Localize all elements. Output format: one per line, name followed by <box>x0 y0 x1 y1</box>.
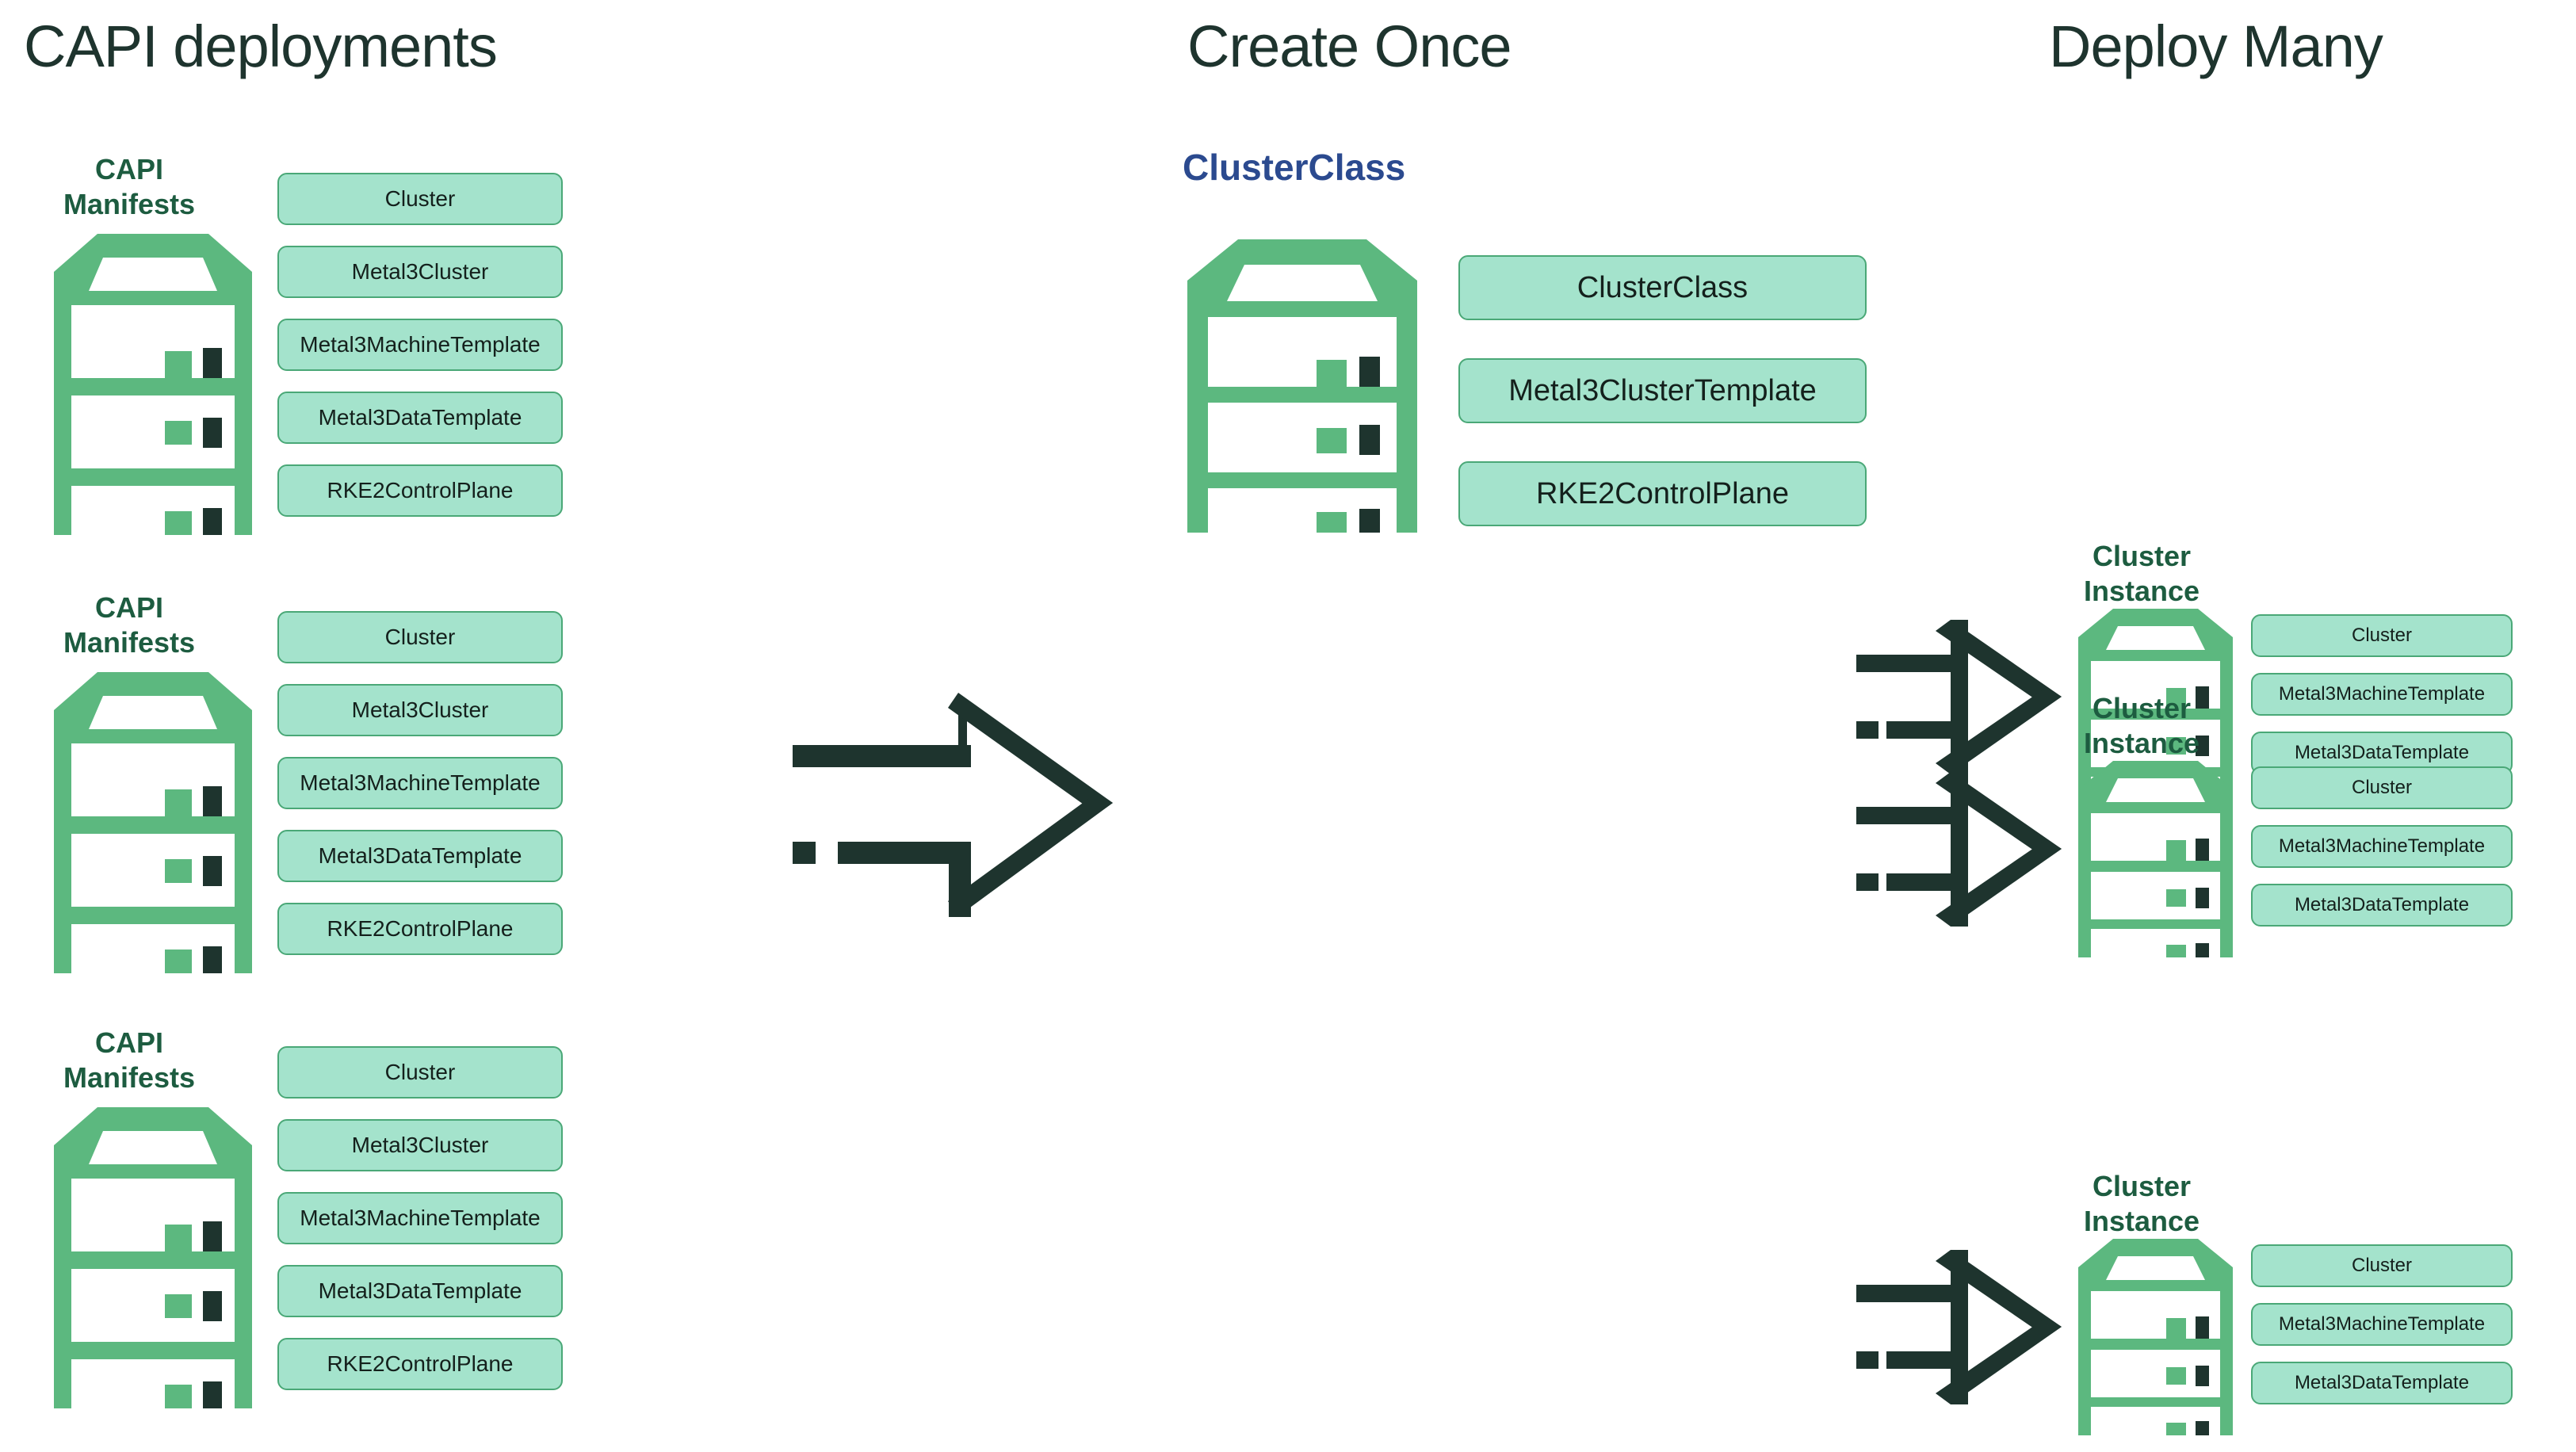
group-label: Cluster Instance <box>2083 1170 2200 1237</box>
resource-box[interactable]: Metal3DataTemplate <box>2251 884 2513 927</box>
resource-box[interactable]: Metal3DataTemplate <box>2251 1362 2513 1404</box>
resource-box-stack: Cluster Metal3Cluster Metal3MachineTempl… <box>277 173 563 517</box>
heading-deploy-many: Deploy Many <box>2049 13 2383 79</box>
resource-box[interactable]: RKE2ControlPlane <box>1458 461 1867 526</box>
resource-box[interactable]: Cluster <box>277 173 563 225</box>
resource-box[interactable]: RKE2ControlPlane <box>277 1338 563 1390</box>
heading-create-once: Create Once <box>1187 13 1512 79</box>
resource-box-stack: Cluster Metal3Cluster Metal3MachineTempl… <box>277 1046 563 1390</box>
group-label: CAPI Manifests <box>63 1026 196 1094</box>
capi-manifests-group-1: CAPI Manifests Clus <box>0 135 602 555</box>
cluster-instance-group-2: Cluster Instance Cluster Metal3MachineTe… <box>1847 691 2576 969</box>
resource-box[interactable]: Metal3DataTemplate <box>277 830 563 882</box>
subheading-clusterclass: ClusterClass <box>1183 147 1406 188</box>
resource-box[interactable]: Metal3MachineTemplate <box>2251 673 2513 716</box>
capi-manifests-group-3: CAPI Manifests Cluster Metal3Cluster Met… <box>0 1008 602 1428</box>
resource-box[interactable]: Cluster <box>2251 766 2513 809</box>
resource-box[interactable]: Metal3MachineTemplate <box>2251 825 2513 868</box>
resource-box[interactable]: Metal3MachineTemplate <box>2251 1303 2513 1346</box>
server-rack-icon <box>54 234 252 535</box>
resource-box[interactable]: Cluster <box>2251 1244 2513 1287</box>
capi-manifests-group-2: CAPI Manifests Cluster Metal3Cluster Met… <box>0 573 602 993</box>
server-rack-icon <box>54 1107 252 1408</box>
resource-box[interactable]: Metal3DataTemplate <box>277 1265 563 1317</box>
resource-box[interactable]: Metal3MachineTemplate <box>277 757 563 809</box>
resource-box[interactable]: Cluster <box>277 1046 563 1099</box>
dashed-block-arrow-right-icon <box>1847 1248 2065 1407</box>
heading-capi-deployments: CAPI deployments <box>24 13 498 79</box>
resource-box-stack: ClusterClass Metal3ClusterTemplate RKE2C… <box>1458 255 1867 526</box>
resource-box[interactable]: RKE2ControlPlane <box>277 464 563 517</box>
server-rack-icon <box>2078 1239 2233 1435</box>
resource-box[interactable]: Metal3ClusterTemplate <box>1458 358 1867 423</box>
resource-box[interactable]: Metal3Cluster <box>277 684 563 736</box>
resource-box-stack: Cluster Metal3MachineTemplate Metal3Data… <box>2251 1244 2513 1404</box>
resource-box-stack: Cluster Metal3MachineTemplate Metal3Data… <box>2251 766 2513 927</box>
resource-box[interactable]: Cluster <box>277 611 563 663</box>
resource-box[interactable]: Metal3DataTemplate <box>277 392 563 444</box>
group-label: CAPI Manifests <box>63 153 196 220</box>
resource-box[interactable]: Metal3MachineTemplate <box>277 1192 563 1244</box>
dashed-block-arrow-right-icon <box>1847 770 2065 929</box>
resource-box[interactable]: RKE2ControlPlane <box>277 903 563 955</box>
server-rack-icon <box>54 672 252 973</box>
dashed-block-arrow-right-icon <box>1847 618 2065 777</box>
group-label: CAPI Manifests <box>63 591 196 659</box>
cluster-instance-group-3: Cluster Instance Cluster Metal3MachineTe… <box>1847 1169 2576 1446</box>
dashed-block-arrow-right-icon <box>793 686 1118 939</box>
group-label: Cluster Instance <box>2083 692 2200 759</box>
resource-box[interactable]: ClusterClass <box>1458 255 1867 320</box>
resource-box-stack: Cluster Metal3Cluster Metal3MachineTempl… <box>277 611 563 955</box>
resource-box[interactable]: Metal3Cluster <box>277 246 563 298</box>
server-rack-icon <box>1187 239 1417 533</box>
resource-box[interactable]: Metal3MachineTemplate <box>277 319 563 371</box>
clusterclass-group: ClusterClass Metal3ClusterTemplate RKE2C… <box>1181 230 1894 547</box>
server-rack-icon <box>2078 761 2233 957</box>
resource-box[interactable]: Cluster <box>2251 614 2513 657</box>
resource-box[interactable]: Metal3Cluster <box>277 1119 563 1171</box>
group-label: Cluster Instance <box>2083 540 2200 607</box>
